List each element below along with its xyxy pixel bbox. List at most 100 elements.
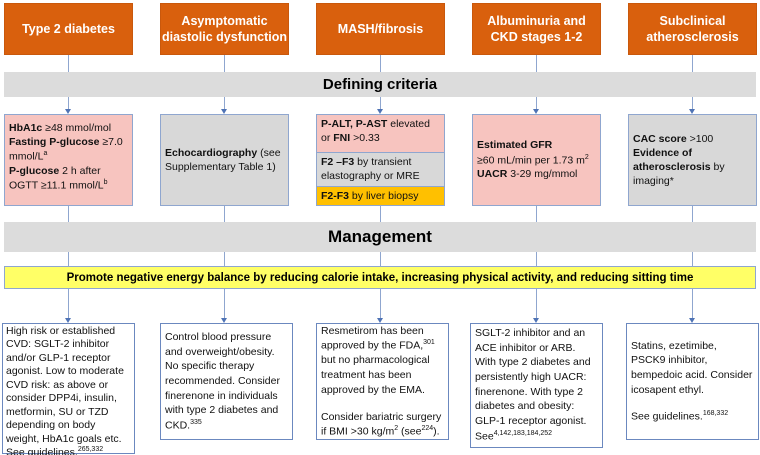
connector-line [380, 55, 381, 72]
value: ≥48 mmol/mol [42, 122, 112, 134]
value: by liver biopsy [349, 189, 419, 202]
reference: 301 [423, 339, 435, 347]
text: High risk or established CVD: SGLT-2 inh… [6, 325, 124, 445]
management-type2-diabetes: High risk or established CVD: SGLT-2 inh… [2, 323, 135, 455]
connector-line [224, 289, 225, 319]
header-diastolic-dysfunction: Asymptomatic diastolic dysfunction [160, 3, 289, 55]
arrow-down-icon [65, 318, 71, 323]
value: (see Supplementary Table 1) [165, 146, 281, 173]
management-bar: Management [4, 222, 756, 252]
arrow-down-icon [377, 318, 383, 323]
value: ≥60 mL/min per 1.73 m [477, 154, 585, 167]
label: Echocardiography [165, 146, 258, 159]
connector-line [224, 206, 225, 222]
text: Control blood pressure and overweight/ob… [165, 330, 280, 432]
text: SGLT-2 inhibitor and an ACE inhibitor or… [475, 327, 591, 428]
reference: 224 [421, 425, 434, 433]
criteria-ckd: Estimated GFR ≥60 mL/min per 1.73 m2 UAC… [472, 114, 601, 206]
value: by imaging* [633, 161, 725, 188]
management-ckd: SGLT-2 inhibitor and an ACE inhibitor or… [470, 323, 603, 448]
connector-line [380, 289, 381, 319]
value: elevated or [321, 118, 430, 145]
value: ≥7.0 mmol/L [9, 136, 123, 163]
promote-energy-balance-banner: Promote negative energy balance by reduc… [4, 266, 756, 289]
text: Consider bariatric surgery if BMI >30 kg… [321, 410, 442, 438]
label: F2 –F3 [321, 155, 355, 168]
defining-criteria-bar: Defining criteria [4, 72, 756, 97]
footnote: a [43, 150, 48, 158]
arrow-down-icon [533, 109, 539, 114]
label: Estimated GFR [477, 139, 553, 152]
connector-line [68, 252, 69, 266]
text: Statins, ezetimibe, PSCK9 inhibitor, bem… [631, 339, 753, 396]
connector-line [380, 252, 381, 266]
value: 2 h after OGTT ≥11.1 mmol/L [9, 165, 104, 192]
connector-line [380, 97, 381, 110]
connector-line [536, 252, 537, 266]
header-type2-diabetes: Type 2 diabetes [4, 3, 133, 55]
label: HbA1c [9, 122, 43, 134]
connector-line [68, 55, 69, 72]
connector-line [536, 97, 537, 110]
connector-line [692, 55, 693, 72]
value: >0.33 [350, 132, 380, 145]
connector-line [224, 252, 225, 266]
reference: 265,332 [77, 445, 104, 453]
connector-line [224, 97, 225, 110]
connector-line [692, 97, 693, 110]
reference: 335 [190, 418, 202, 426]
arrow-down-icon [221, 318, 227, 323]
management-atherosclerosis: Statins, ezetimibe, PSCK9 inhibitor, bem… [626, 323, 759, 440]
label: F2-F3 [321, 189, 350, 202]
connector-line [692, 206, 693, 222]
connector-line [692, 289, 693, 319]
connector-line [536, 206, 537, 222]
connector-line [536, 55, 537, 72]
label: UACR [477, 168, 508, 181]
footnote: b [103, 179, 108, 187]
criteria-mash: P-ALT, P-AST elevated or FNI >0.33 F2 –F… [316, 114, 445, 206]
arrow-down-icon [377, 109, 383, 114]
header-mash-fibrosis: MASH/fibrosis [316, 3, 445, 55]
text: See guidelines. [631, 410, 703, 423]
superscript: 2 [394, 425, 399, 433]
text: Resmetirom has been approved by the FDA, [321, 324, 424, 352]
arrow-down-icon [689, 109, 695, 114]
header-albuminuria-ckd: Albuminuria and CKD stages 1-2 [472, 3, 601, 55]
label: FNI [333, 132, 351, 145]
connector-line [380, 206, 381, 222]
criteria-atherosclerosis: CAC score >100 Evidence of atheroscleros… [628, 114, 757, 206]
management-diastolic-dysfunction: Control blood pressure and overweight/ob… [160, 323, 293, 440]
superscript: 2 [584, 153, 589, 161]
reference: 4,142,183,184,252 [493, 429, 553, 437]
management-mash: Resmetirom has been approved by the FDA,… [316, 323, 449, 440]
label: CAC score [633, 132, 687, 145]
connector-line [68, 206, 69, 222]
value: by transient elastography or MRE [321, 155, 420, 182]
arrow-down-icon [689, 318, 695, 323]
reference: 168,332 [702, 410, 729, 418]
connector-line [692, 252, 693, 266]
text: but no pharmacological treatment has bee… [321, 354, 430, 396]
label: Evidence of atherosclerosis [633, 146, 711, 173]
arrow-down-icon [65, 109, 71, 114]
arrow-down-icon [221, 109, 227, 114]
header-subclinical-atherosclerosis: Subclinical atherosclerosis [628, 3, 757, 55]
connector-line [536, 289, 537, 319]
connector-line [68, 289, 69, 319]
arrow-down-icon [533, 318, 539, 323]
see-guidelines-text: See guidelines. [6, 446, 78, 455]
label: Fasting P-glucose [9, 136, 100, 149]
criteria-diastolic-dysfunction: Echocardiography (see Supplementary Tabl… [160, 114, 289, 206]
value: >100 [686, 132, 714, 145]
connector-line [224, 55, 225, 72]
label: P-glucose [9, 165, 60, 178]
text: ). [433, 425, 440, 438]
value: 3-29 mg/mmol [507, 168, 578, 181]
connector-line [68, 97, 69, 110]
text: (see [398, 425, 422, 438]
text: See [475, 430, 494, 443]
label: P-ALT, P-AST [321, 118, 388, 130]
criteria-type2-diabetes: HbA1c ≥48 mmol/mol Fasting P-glucose ≥7.… [4, 114, 133, 206]
